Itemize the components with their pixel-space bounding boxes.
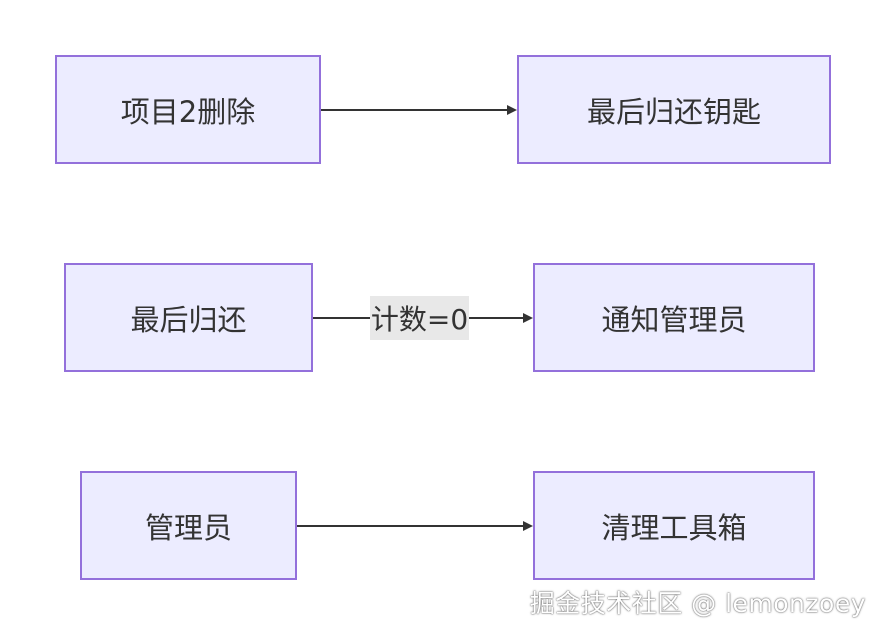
node-project2-delete[interactable]: 项目2删除 — [55, 55, 321, 164]
node-clean-toolbox[interactable]: 清理工具箱 — [533, 471, 815, 580]
edge-label-count-zero: 计数=0 — [370, 296, 469, 340]
node-label: 清理工具箱 — [601, 510, 747, 545]
node-last-return-key[interactable]: 最后归还钥匙 — [517, 55, 831, 164]
node-label: 项目2删除 — [120, 94, 256, 129]
node-admin[interactable]: 管理员 — [80, 471, 297, 580]
node-label: 管理员 — [144, 510, 232, 545]
watermark-text: 掘金技术社区 @ lemonzoey — [529, 589, 866, 618]
node-last-return[interactable]: 最后归还 — [64, 263, 313, 372]
node-notify-admin[interactable]: 通知管理员 — [533, 263, 815, 372]
node-label: 最后归还 — [130, 302, 247, 337]
node-label: 通知管理员 — [601, 302, 747, 337]
node-label: 最后归还钥匙 — [586, 94, 761, 129]
